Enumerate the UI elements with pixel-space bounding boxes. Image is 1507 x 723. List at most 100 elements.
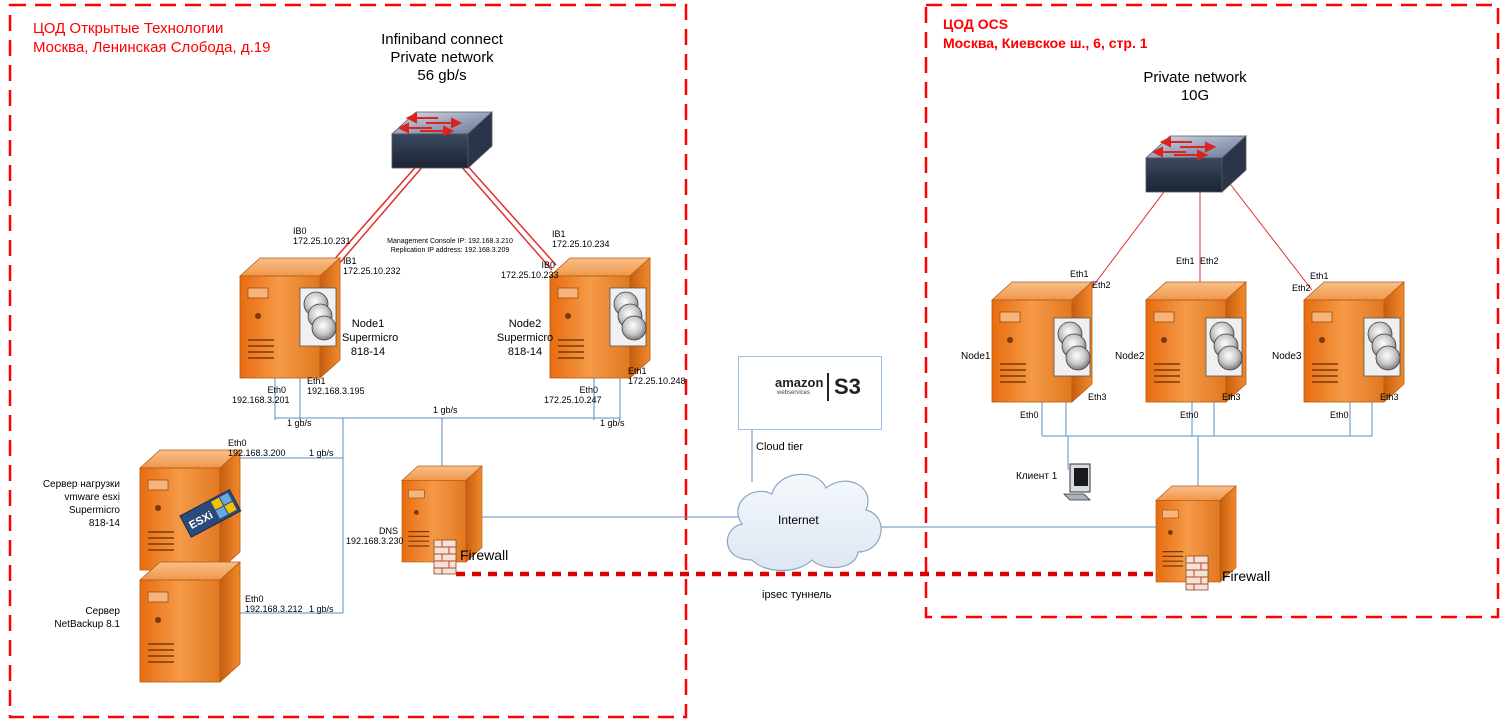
netbackup-label2: NetBackup 8.1 bbox=[54, 619, 120, 630]
dns-name: DNS bbox=[378, 526, 398, 536]
esxi-server-label: Сервер нагрузки vmware esxi Supermicro 8… bbox=[24, 478, 120, 530]
node2-ib0: IB0 bbox=[541, 260, 555, 270]
left-site-title: ЦОД Открытые Технологии Москва, Ленинска… bbox=[33, 19, 270, 57]
ocs-node1-disks-icon bbox=[1053, 317, 1091, 377]
node2-disks-icon bbox=[609, 287, 647, 347]
node1-eth0: Eth0 bbox=[267, 385, 286, 395]
node1-ib0-label: IB0 172.25.10.231 bbox=[293, 226, 351, 246]
node1-name: Node1 bbox=[351, 318, 385, 330]
left-site-name: ЦОД Открытые Технологии bbox=[33, 20, 224, 37]
node2-ib1: IB1 bbox=[552, 229, 566, 239]
infiniband-label-line1: Infiniband connect bbox=[381, 31, 503, 48]
dns-label: DNS 192.168.3.230 bbox=[346, 526, 404, 546]
esxi-eth0-ip: 192.168.3.200 bbox=[228, 448, 286, 458]
ocs-node1-eth1: Eth1 bbox=[1070, 269, 1089, 279]
amazon-webservices: webservices bbox=[777, 390, 811, 396]
node1-eth0-label: Eth0 192.168.3.201 bbox=[232, 385, 290, 405]
node1-ib1-ip: 172.25.10.232 bbox=[343, 266, 401, 276]
infiniband-links bbox=[331, 161, 557, 271]
infiniband-label-line3: 56 gb/s bbox=[417, 67, 467, 84]
left-firewall-icon bbox=[433, 539, 457, 575]
esxi-server-label4: 818-14 bbox=[88, 518, 120, 529]
node2-name-label: Node2 Supermicro 818-14 bbox=[496, 317, 554, 359]
right-site-name: ЦОД OCS bbox=[943, 16, 1009, 32]
node1-model: Supermicro bbox=[342, 332, 399, 344]
private-network-label-line2: 10G bbox=[1180, 87, 1210, 104]
left-site-address: Москва, Ленинская Слобода, д.19 bbox=[33, 39, 271, 56]
netbackup-eth0-label: Eth0 192.168.3.212 bbox=[245, 594, 303, 614]
management-console-label: Management Console IP: 192.168.3.210 Rep… bbox=[370, 237, 530, 255]
esxi-server-label2: vmware esxi bbox=[64, 492, 120, 503]
private-network-label-line1: Private network bbox=[1143, 69, 1247, 86]
right-site-title: ЦОД OCS Москва, Киевское ш., 6, стр. 1 bbox=[943, 15, 1148, 53]
ocs-node1-eth2: Eth2 bbox=[1092, 280, 1111, 290]
netbackup-server-label: Сервер NetBackup 8.1 bbox=[24, 605, 120, 631]
ocs-node3-name: Node3 bbox=[1272, 351, 1302, 362]
ocs-node1-eth3: Eth3 bbox=[1088, 392, 1107, 402]
esxi-server-label1: Сервер нагрузки bbox=[42, 479, 120, 490]
infiniband-switch-icon bbox=[391, 111, 493, 169]
ocs-node3-eth1: Eth1 bbox=[1310, 271, 1329, 281]
client-label: Клиент 1 bbox=[1016, 471, 1058, 482]
node2-eth1-label: Eth1 172.25.10.248 bbox=[628, 366, 686, 386]
replication-ip: Replication IP address: 192.168.3.209 bbox=[390, 247, 510, 254]
right-datacenter-region bbox=[924, 3, 1500, 619]
node2-eth1-ip: 172.25.10.248 bbox=[628, 376, 686, 386]
ocs-node1-eth0: Eth0 bbox=[1020, 410, 1039, 420]
right-firewall-label: Firewall bbox=[1222, 568, 1271, 584]
node1-ib0: IB0 bbox=[293, 226, 307, 236]
private-network-switch-icon bbox=[1145, 135, 1247, 193]
node2-eth0: Eth0 bbox=[579, 385, 598, 395]
lan-links-left bbox=[233, 375, 621, 614]
link-speed-esxi: 1 gb/s bbox=[309, 448, 334, 458]
right-site-address: Москва, Киевское ш., 6, стр. 1 bbox=[943, 35, 1148, 51]
ocs-node2-eth1: Eth1 bbox=[1176, 256, 1195, 266]
node2-ib0-label: IB0 172.25.10.233 bbox=[501, 260, 559, 280]
node2-eth0-label: Eth0 172.25.10.247 bbox=[544, 385, 602, 405]
amazon-s3-box: amazon webservices S3 bbox=[738, 356, 882, 430]
internet-cloud-icon bbox=[726, 473, 882, 571]
ocs-node2-eth2: Eth2 bbox=[1200, 256, 1219, 266]
internet-links bbox=[478, 428, 1160, 528]
netbackup-label1: Сервер bbox=[85, 606, 120, 617]
left-firewall-label: Firewall bbox=[460, 547, 509, 563]
ocs-node3-eth3: Eth3 bbox=[1380, 392, 1399, 402]
lan-links-right bbox=[1041, 402, 1373, 490]
link-speed-node1: 1 gb/s bbox=[287, 418, 312, 428]
node2-chassis: 818-14 bbox=[507, 346, 543, 358]
infiniband-switch-label: Infiniband connect Private network 56 gb… bbox=[360, 31, 524, 85]
netbackup-eth0-ip: 192.168.3.212 bbox=[245, 604, 303, 614]
ocs-node2-disks-icon bbox=[1205, 317, 1243, 377]
left-datacenter-region bbox=[8, 3, 688, 719]
link-speed-node2: 1 gb/s bbox=[600, 418, 625, 428]
ocs-node2-eth3: Eth3 bbox=[1222, 392, 1241, 402]
esxi-eth0-label: Eth0 192.168.3.200 bbox=[228, 438, 286, 458]
node2-name: Node2 bbox=[508, 318, 542, 330]
node2-eth1: Eth1 bbox=[628, 366, 647, 376]
link-speed-netbackup: 1 gb/s bbox=[309, 604, 334, 614]
node1-chassis: 818-14 bbox=[350, 346, 386, 358]
node1-eth1-label: Eth1 192.168.3.195 bbox=[307, 376, 365, 396]
dns-ip: 192.168.3.230 bbox=[346, 536, 404, 546]
netbackup-server-icon bbox=[139, 561, 241, 683]
esxi-logo-icon: ESXi bbox=[179, 489, 242, 538]
management-ip: Management Console IP: 192.168.3.210 bbox=[387, 238, 513, 245]
ocs-node2-eth0: Eth0 bbox=[1180, 410, 1199, 420]
ocs-node2-name: Node2 bbox=[1115, 351, 1145, 362]
node2-ib1-label: IB1 172.25.10.234 bbox=[552, 229, 610, 249]
node1-ib0-ip: 172.25.10.231 bbox=[293, 236, 351, 246]
amazon-brand: amazon bbox=[775, 375, 824, 390]
private-network-links bbox=[1089, 175, 1313, 291]
node1-ib1-label: IB1 172.25.10.232 bbox=[343, 256, 401, 276]
node1-eth1-ip: 192.168.3.195 bbox=[307, 386, 365, 396]
internet-label: Internet bbox=[778, 513, 819, 527]
node2-eth0-ip: 172.25.10.247 bbox=[544, 395, 602, 405]
esxi-server-label3: Supermicro bbox=[68, 505, 120, 516]
ocs-node3-eth2: Eth2 bbox=[1292, 283, 1311, 293]
ocs-node3-disks-icon bbox=[1363, 317, 1401, 377]
node1-disks-icon bbox=[299, 287, 337, 347]
node1-name-label: Node1 Supermicro 818-14 bbox=[342, 317, 399, 359]
infiniband-label-line2: Private network bbox=[390, 49, 494, 66]
node1-ib1: IB1 bbox=[343, 256, 357, 266]
